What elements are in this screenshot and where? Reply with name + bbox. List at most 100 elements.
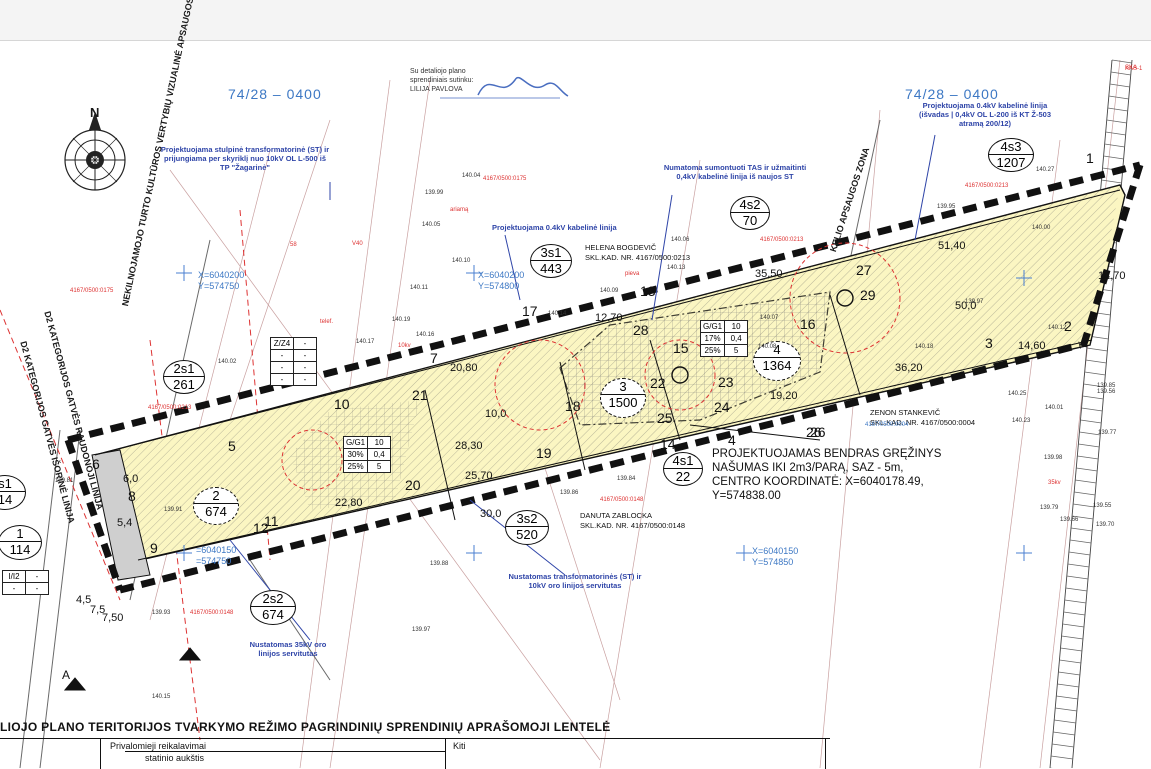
railway-tie [1056, 695, 1079, 700]
dimension-label: 14,60 [1018, 340, 1046, 352]
dimension-label: 51,40 [938, 240, 966, 252]
railway-tie [1051, 755, 1074, 760]
lot-4-top: 4 [754, 342, 800, 358]
annotation-text: ariamą [450, 207, 469, 213]
elevation-value: 139.66 [1060, 517, 1079, 523]
vertex-number: 19 [536, 445, 552, 461]
annotation-text: 58 [290, 242, 297, 248]
lot-3-bottom: 1500 [608, 395, 638, 410]
elevation-value: 139.93 [152, 610, 171, 616]
inner-parcel-lines [94, 189, 1121, 561]
elevation-value: 140.12 [1048, 325, 1067, 331]
elevation-value: 140.11 [410, 285, 428, 291]
col-building-height: statinio aukštis [145, 753, 205, 763]
ztable-c6: - [270, 373, 294, 386]
railway-tie [1110, 71, 1132, 76]
vertex-number: 17 [522, 303, 538, 319]
elevation-value: 140.02 [218, 359, 237, 365]
railway-tie [1074, 491, 1096, 496]
railway-tie [1108, 95, 1130, 100]
elevation-value: 139.56 [1097, 389, 1116, 395]
gtable1-h2: 10 [724, 320, 749, 333]
dimension-label: 25,70 [465, 470, 493, 482]
pill-2s1-bottom: 261 [173, 377, 195, 392]
annotation-text: SKA [1125, 65, 1138, 71]
railway-tie [1101, 179, 1122, 184]
section-marks [63, 647, 202, 691]
vertex-number: 9 [150, 540, 158, 556]
vertex-number: 20 [405, 477, 421, 493]
plan-boundary [64, 161, 1144, 594]
vertex-number: 21 [412, 387, 428, 403]
pill-3s1-top: 3s1 [531, 245, 571, 261]
buffer-circles [281, 242, 901, 491]
gtable2-r4: 5 [367, 460, 392, 473]
elevation-value: 140.25 [1008, 391, 1027, 397]
railway-tie [1065, 587, 1088, 592]
annotation-text: KAS-1 [1125, 66, 1143, 72]
elevation-value: 140.23 [1012, 418, 1031, 424]
road-number: 26 [806, 424, 822, 440]
railway-tie [1070, 527, 1093, 532]
lot-4-bottom: 1364 [762, 358, 792, 373]
callout-cable-right: Projektuojama 0.4kV kabelinė linija (išv… [905, 101, 1065, 128]
railway-tie [1061, 635, 1084, 640]
railway-tie [1057, 683, 1080, 688]
railway-tie [1111, 59, 1133, 64]
callout-cable-right-1: Projektuojama 0.4kV kabelinė linija [922, 101, 1048, 110]
grid-label-left: 74/28 – 0400 [228, 86, 322, 102]
railway-tie [1080, 419, 1102, 424]
lot-2-bottom: 674 [205, 504, 227, 519]
elevation-value: 140.01 [1045, 405, 1064, 411]
railway-tie [1105, 131, 1126, 136]
pill-2s2-bottom: 674 [262, 607, 284, 622]
owner-helena-name: HELENA BOGDEVIČ [585, 243, 657, 252]
gtable2-r3: 25% [342, 460, 369, 473]
callout-servitude-35: Nustatomas 35kV oro linijos servitutas [249, 640, 327, 658]
gtable1-r4: 5 [724, 344, 749, 357]
dimension-label: 12,70 [595, 312, 623, 324]
coord-4-x: =6040150 [196, 545, 237, 555]
coord-1-y: Y=574750 [198, 281, 240, 291]
railway-tie [1078, 443, 1100, 448]
coord-1-x: X=6040200 [198, 270, 245, 280]
pill-3s2-top: 3s2 [506, 511, 548, 527]
owner-danuta: DANUTA ZABLOCKA SKL.KAD. NR. 4167/0500:0… [580, 511, 685, 531]
annotation-text: V40 [352, 241, 363, 247]
col-requirements: Privalomieji reikalavimai [110, 741, 207, 751]
vertex-number: 18 [565, 398, 581, 414]
coord-3-y: Y=574850 [752, 557, 794, 567]
elevation-value: 140.08 [758, 344, 777, 350]
pill-4s2-top: 4s2 [731, 197, 769, 213]
railway-tie [1067, 563, 1090, 568]
dimension-label: 7,5 [90, 604, 106, 616]
railway-tie [1062, 623, 1085, 628]
railway-tie [1064, 599, 1087, 604]
pill-1-top: 1 [0, 526, 41, 542]
dimension-label: 36,20 [895, 362, 923, 374]
elevation-value: 140.16 [416, 332, 435, 338]
parcel-ref-213a: 4167/0500:0213 [148, 405, 192, 411]
elevation-value: 139.70 [1096, 522, 1115, 528]
pill-2s1-top: 2s1 [164, 361, 204, 377]
elevation-value: 140.10 [452, 258, 471, 264]
elevation-value: 140.09 [600, 288, 619, 294]
vertex-number: 23 [718, 374, 734, 390]
gtable1-r2: 0,4 [724, 332, 749, 345]
i2table-b: - [25, 570, 49, 583]
dimension-label: 7,50 [102, 612, 124, 624]
pill-4s2-bottom: 70 [742, 213, 758, 228]
railway-ties [1050, 59, 1133, 768]
gtable1-r1: 17% [699, 332, 726, 345]
railway-tie [1109, 83, 1131, 88]
callout-cable-right-3: atramą 200/12) [958, 119, 1012, 128]
pill-4s1-bottom: 22 [675, 469, 691, 484]
railway-tie [1084, 371, 1106, 376]
coord-4: =6040150=574750 [196, 545, 236, 567]
